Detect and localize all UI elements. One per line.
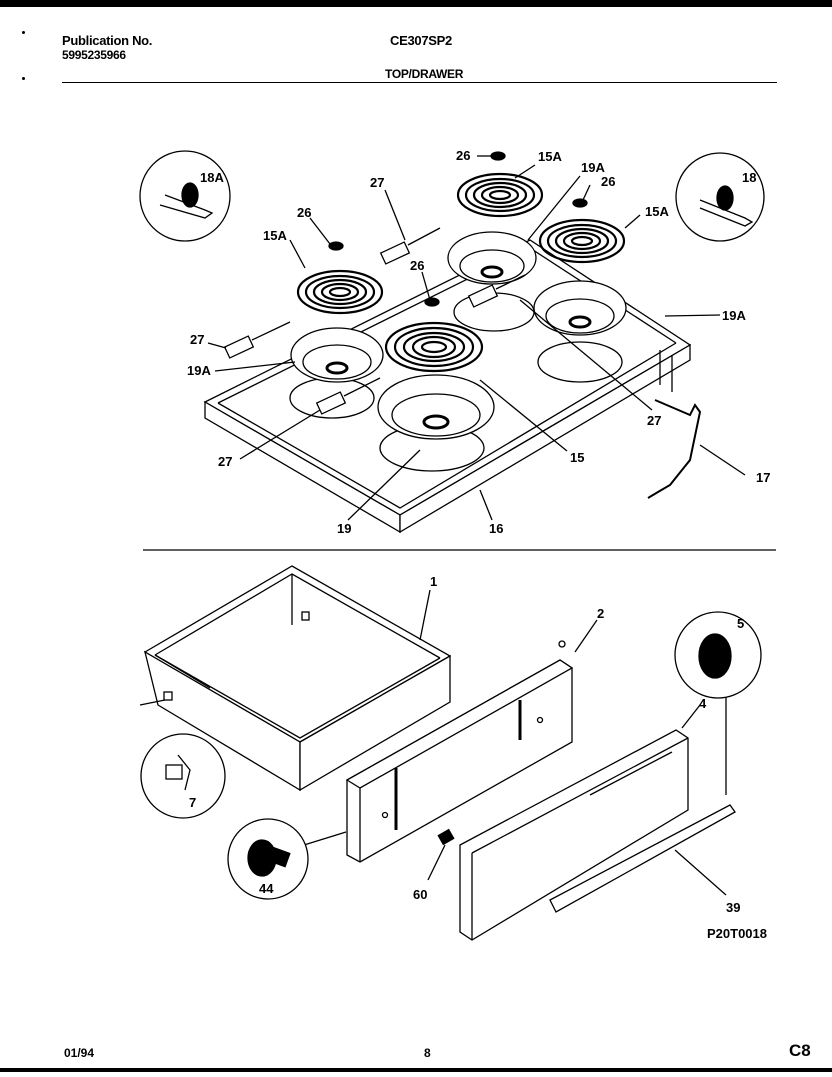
label-44: 44 xyxy=(259,881,274,896)
center-cap xyxy=(490,151,506,161)
label-4: 4 xyxy=(699,696,707,711)
detail-circle-44 xyxy=(227,818,309,900)
center-cap xyxy=(328,241,344,251)
label-27: 27 xyxy=(370,175,384,190)
drip-bowl xyxy=(290,327,384,383)
bottom-border xyxy=(0,1068,832,1072)
drip-bowl xyxy=(533,280,627,336)
label-15a: 15A xyxy=(645,204,669,219)
receptacle xyxy=(379,227,441,265)
label-26: 26 xyxy=(456,148,470,163)
receptacle xyxy=(315,377,381,415)
label-27: 27 xyxy=(218,454,232,469)
label-27: 27 xyxy=(647,413,661,428)
coil-element xyxy=(384,321,484,373)
drip-bowl xyxy=(447,231,537,285)
detail-circle-7 xyxy=(140,733,226,819)
label-26: 26 xyxy=(297,205,311,220)
drawer-handle xyxy=(549,804,736,913)
punch-mark xyxy=(22,31,25,34)
label-7: 7 xyxy=(189,795,196,810)
label-18a: 18A xyxy=(200,170,224,185)
label-18: 18 xyxy=(742,170,756,185)
header-rule xyxy=(62,82,777,83)
label-39: 39 xyxy=(726,900,740,915)
label-60: 60 xyxy=(413,887,427,902)
wire-harness xyxy=(647,399,702,499)
label-19a: 19A xyxy=(581,160,605,175)
label-26: 26 xyxy=(601,174,615,189)
publication-number: 5995235966 xyxy=(62,48,126,62)
coil-element xyxy=(456,172,544,218)
publication-label: Publication No. xyxy=(62,33,153,48)
section-title: TOP/DRAWER xyxy=(385,67,464,81)
footer-page: 8 xyxy=(424,1046,431,1060)
drip-bowl xyxy=(377,374,495,440)
screw-60 xyxy=(427,828,455,881)
label-27: 27 xyxy=(190,332,204,347)
label-19a: 19A xyxy=(187,363,211,378)
drawer-panel xyxy=(345,659,574,863)
top-border xyxy=(0,0,832,7)
label-15a: 15A xyxy=(263,228,287,243)
label-19: 19 xyxy=(337,521,351,536)
label-17: 17 xyxy=(756,470,770,485)
coil-element xyxy=(296,269,384,315)
burner-opening xyxy=(537,341,623,383)
label-19a: 19A xyxy=(722,308,746,323)
label-5: 5 xyxy=(737,616,744,631)
drawing-code: P20T0018 xyxy=(707,926,767,941)
callout-labels: 18A 18 26 26 26 26 15A 15A 15A 19A 19A 1… xyxy=(187,148,770,941)
label-1: 1 xyxy=(430,574,437,589)
drawer-body xyxy=(143,565,452,792)
receptacle xyxy=(467,274,526,308)
label-15: 15 xyxy=(570,450,584,465)
center-cap xyxy=(572,198,588,208)
model-number: CE307SP2 xyxy=(390,33,452,48)
receptacle xyxy=(223,321,291,359)
label-2: 2 xyxy=(597,606,604,621)
label-16: 16 xyxy=(489,521,503,536)
screw xyxy=(558,640,566,648)
page-code: C8 xyxy=(789,1041,811,1060)
footer-date: 01/94 xyxy=(64,1046,95,1060)
center-cap xyxy=(424,297,440,307)
detail-circle-18a xyxy=(139,150,231,242)
detail-circle-5 xyxy=(674,611,762,699)
label-15a: 15A xyxy=(538,149,562,164)
drawer-front xyxy=(459,729,689,941)
punch-mark xyxy=(22,77,25,80)
detail-circle-18 xyxy=(675,152,765,242)
coil-element xyxy=(538,218,626,264)
label-26: 26 xyxy=(410,258,424,273)
